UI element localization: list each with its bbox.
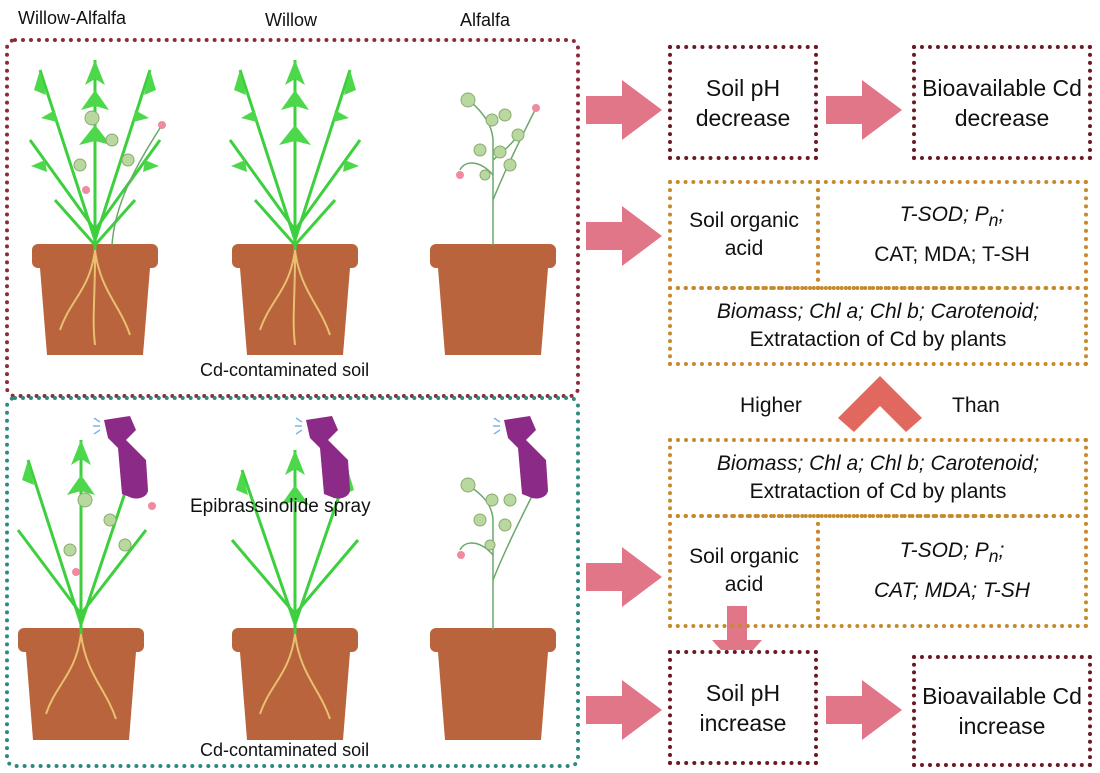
pot-icon (430, 628, 556, 740)
pot-icon (18, 628, 144, 740)
top-enzymes-line2: CAT; MDA; T-SH (874, 242, 1030, 266)
column-label-willow: Willow (265, 10, 317, 30)
top-biomass-line2: Extrataction of Cd by plants (749, 328, 1007, 351)
top-biomass-line1: Biomass; Chl a; Chl b; Carotenoid; (716, 300, 1040, 323)
bottom-organic-acid-box: Soil organic acid (668, 514, 820, 628)
top-organic-acid-box: Soil organic acid (668, 180, 820, 290)
soil-ph-increase-box: Soil pH increase (668, 650, 818, 765)
up-chevron-icon (838, 376, 922, 432)
bioavailable-cd-increase-box: Bioavailable Cd increase (912, 655, 1092, 767)
bottom-panel-region (5, 396, 580, 768)
pot-icon (232, 244, 358, 355)
bottom-soil-label: Cd-contaminated soil (200, 740, 370, 760)
column-label-alfalfa: Alfalfa (460, 10, 511, 30)
top-enzymes-box: T-SOD; Pn; CAT; MDA; T-SH (816, 180, 1088, 290)
pot-icon (32, 244, 158, 355)
top-willow-alfalfa-illustration (28, 60, 166, 355)
bioavailable-cd-decrease-text: Bioavailable Cd decrease (922, 74, 1082, 131)
bottom-enzymes-line2: CAT; MDA; T-SH (874, 578, 1030, 602)
pot-icon (232, 628, 358, 740)
soil-ph-increase-text: Soil pH increase (699, 679, 787, 736)
soil-ph-decrease-box: Soil pH decrease (668, 45, 818, 160)
top-biomass-box: Biomass; Chl a; Chl b; Carotenoid; Extra… (668, 286, 1088, 366)
top-organic-acid-text: Soil organic acid (689, 209, 799, 260)
bottom-willow-illustration (230, 450, 360, 740)
top-enzymes-line1: T-SOD; Pn; (899, 203, 1005, 231)
spray-label: Epibrassinolide spray (190, 496, 371, 517)
top-soil-label: Cd-contaminated soil (200, 360, 370, 380)
bioavailable-cd-decrease-box: Bioavailable Cd decrease (912, 45, 1092, 160)
higher-label: Higher (740, 394, 802, 417)
spray-bottle-icon (93, 416, 548, 499)
soil-ph-decrease-text: Soil pH decrease (695, 74, 791, 131)
bottom-enzymes-box: T-SOD; Pn; CAT; MDA; T-SH (816, 514, 1088, 628)
pot-icon (430, 244, 556, 355)
top-alfalfa-illustration (430, 92, 556, 355)
bottom-organic-acid-text: Soil organic acid (689, 545, 799, 596)
bottom-alfalfa-illustration (430, 477, 556, 740)
bottom-willow-alfalfa-illustration (16, 440, 156, 740)
bottom-biomass-box: Biomass; Chl a; Chl b; Carotenoid; Extra… (668, 438, 1088, 518)
column-label-willow-alfalfa: Willow-Alfalfa (18, 8, 127, 28)
bottom-enzymes-line1: T-SOD; Pn; (899, 539, 1005, 567)
bioavailable-cd-increase-text: Bioavailable Cd increase (922, 683, 1082, 739)
top-willow-illustration (228, 60, 362, 355)
than-label: Than (952, 394, 1000, 417)
bottom-biomass-line2: Extrataction of Cd by plants (749, 480, 1007, 503)
bottom-biomass-line1: Biomass; Chl a; Chl b; Carotenoid; (716, 452, 1040, 475)
